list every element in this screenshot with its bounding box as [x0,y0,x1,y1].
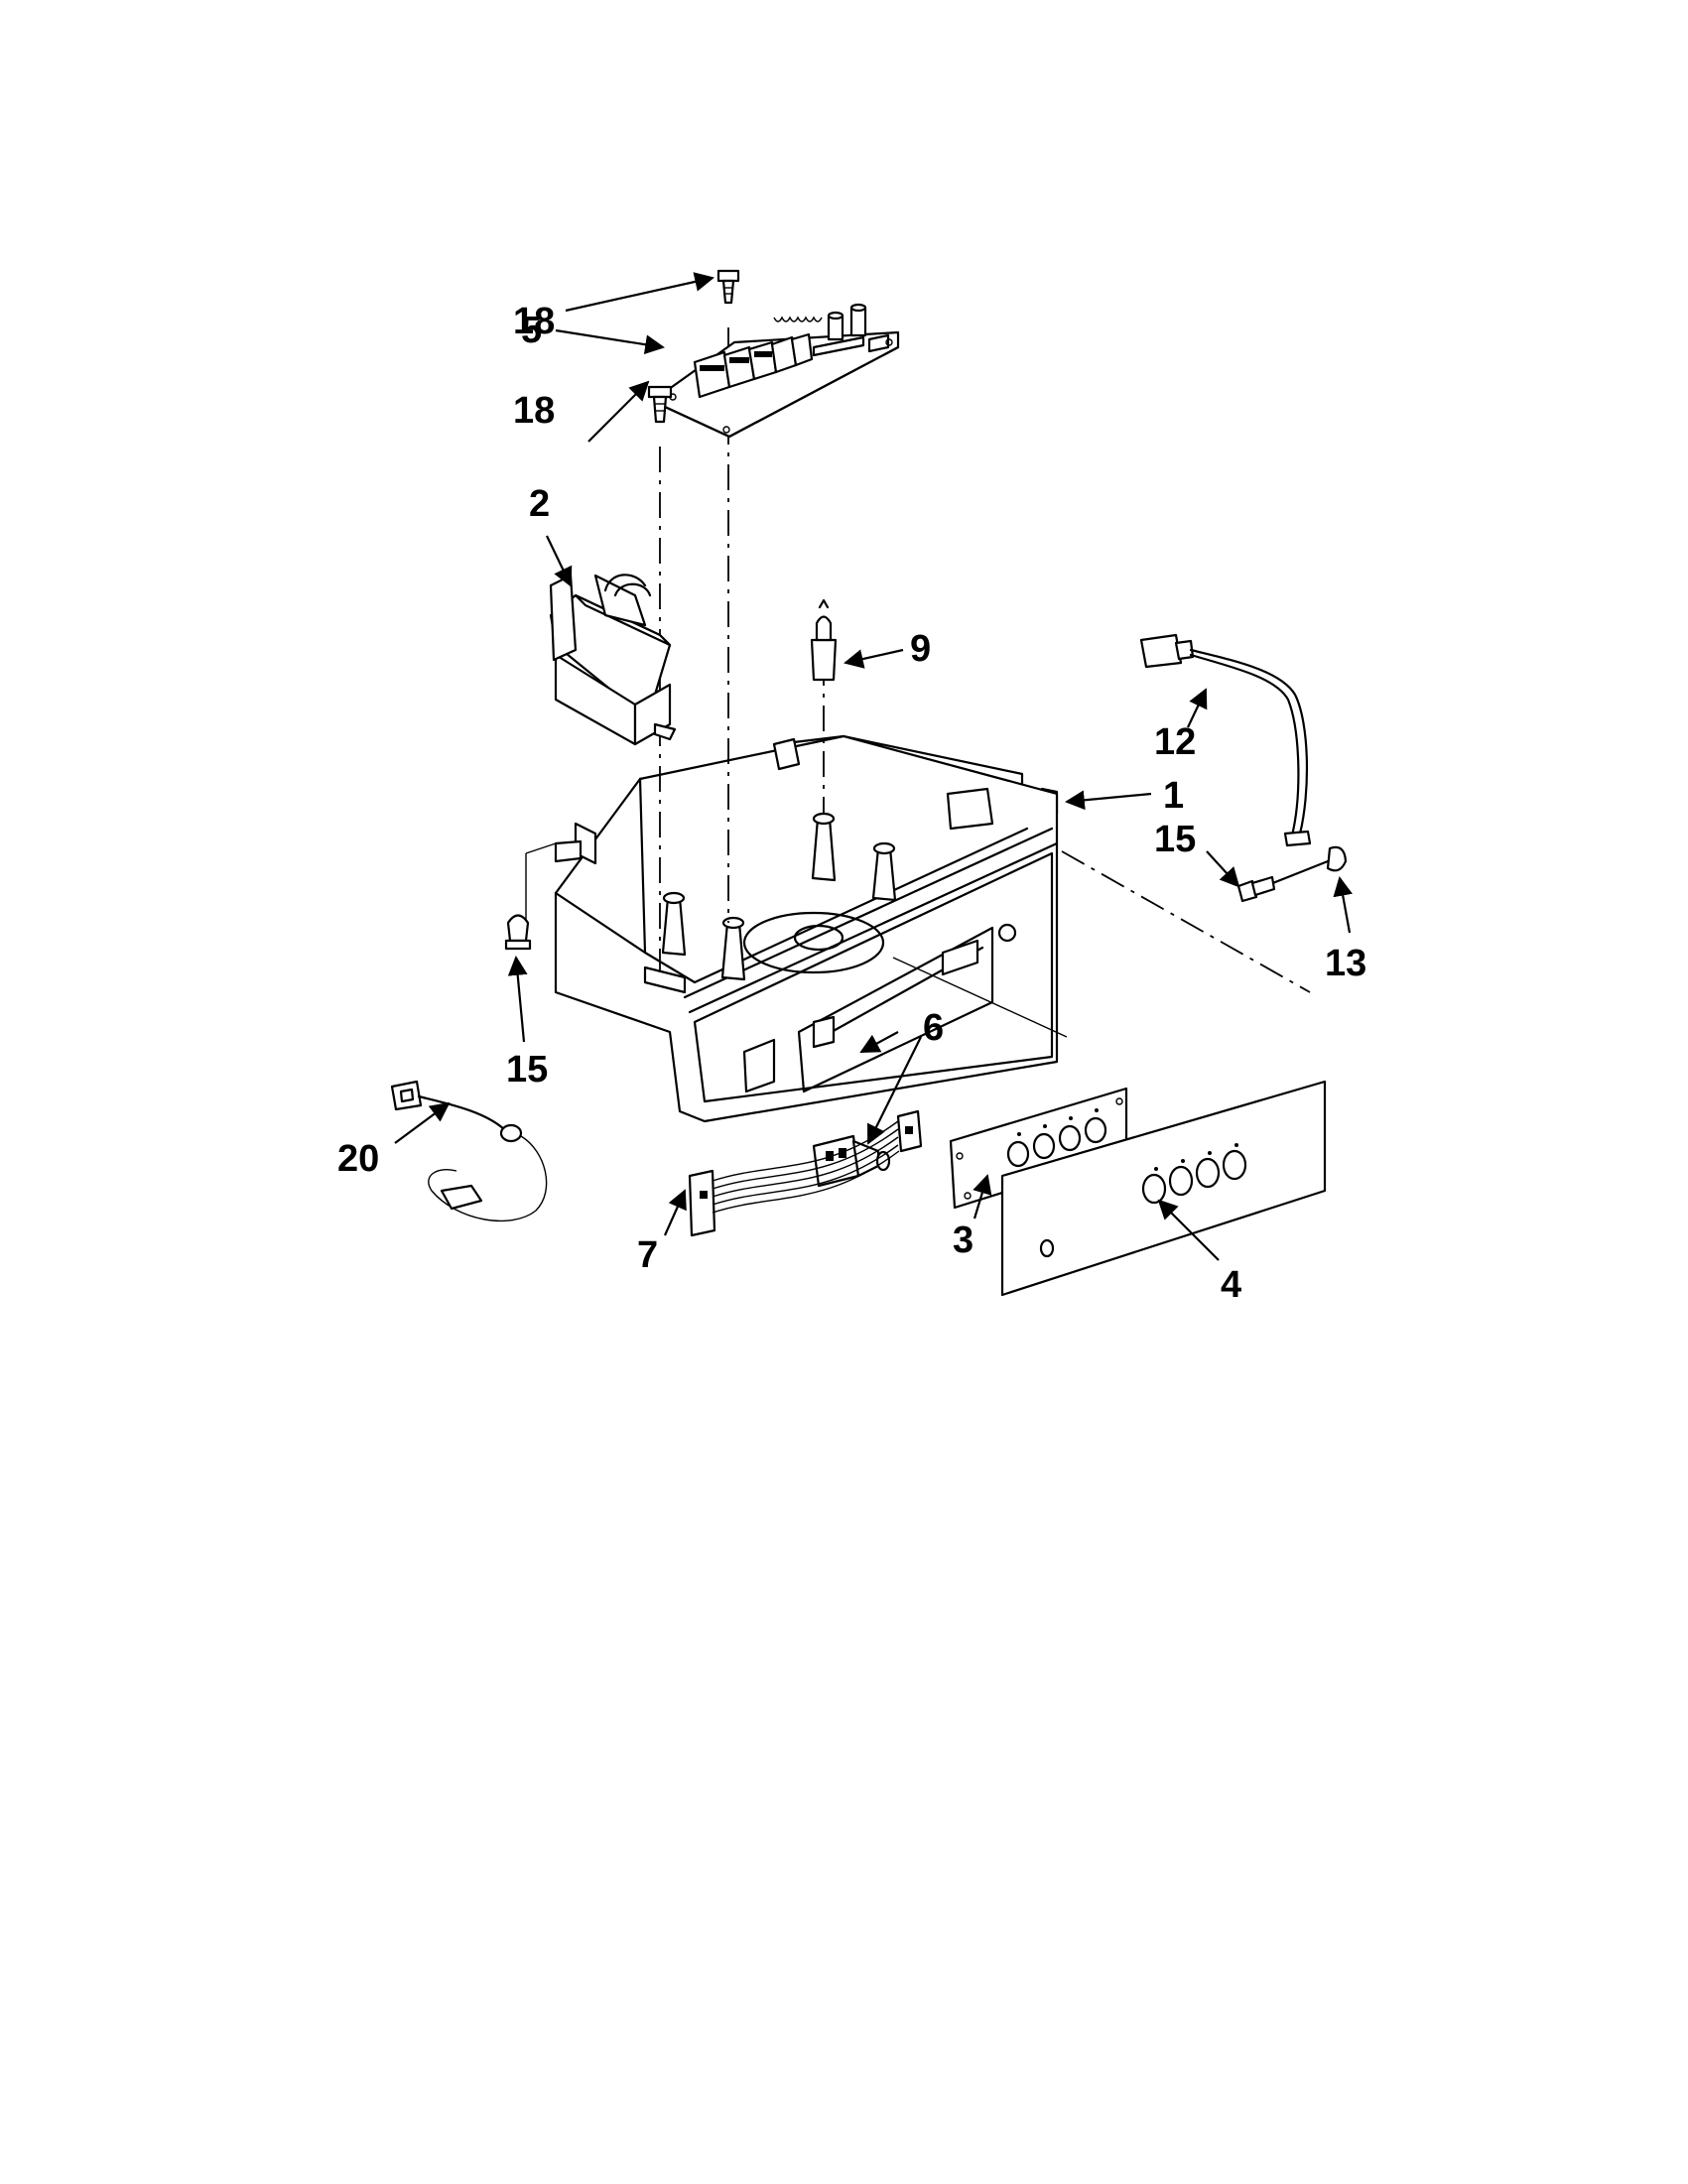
wire-harness-20 [390,1080,548,1222]
callout-15-left: 15 [506,1049,548,1091]
callout-18-mid: 18 [513,390,555,432]
callout-9: 9 [910,628,931,670]
callout-18-top: 18 [513,301,555,342]
ribbon-cable-7 [688,1109,923,1237]
control-board [663,303,900,439]
callout-2: 2 [529,483,550,525]
overlay-panel-4 [1000,1080,1327,1297]
callout-1: 1 [1163,775,1184,817]
switch-6 [812,1134,891,1188]
screw-15-right [1236,875,1276,903]
screw-15-left [504,914,532,951]
lamp [810,598,838,682]
screw-18-mid [647,385,673,424]
callout-7: 7 [637,1234,658,1276]
control-housing [554,734,1059,1123]
callout-3: 3 [953,1220,974,1261]
callout-4: 4 [1221,1264,1241,1306]
callout-labels: 18 5 18 2 9 12 1 15 13 6 15 20 7 3 4 [337,301,1366,1306]
callout-5: 5 [521,310,542,351]
wire-harness-12 [1139,633,1312,847]
callout-15-right: 15 [1154,819,1196,860]
callout-arrows [394,272,1353,1261]
transformer [549,574,677,746]
callout-12: 12 [1154,721,1196,763]
callout-20: 20 [337,1138,379,1180]
screw-18-top [716,269,740,305]
callout-13: 13 [1325,943,1366,984]
callout-6: 6 [923,1007,944,1049]
